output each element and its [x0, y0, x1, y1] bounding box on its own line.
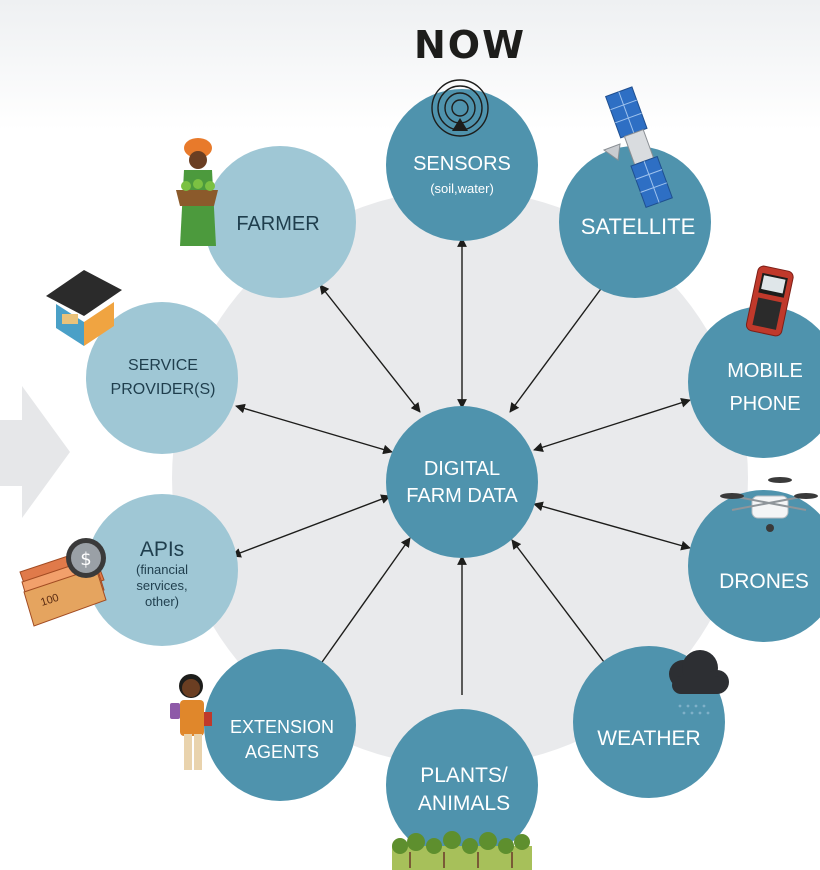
plants-label-line1: PLANTS/ [420, 764, 508, 787]
weather-label: WEATHER [597, 727, 700, 750]
node-service [86, 302, 238, 454]
service-label-line2: PROVIDER(S) [111, 381, 216, 398]
farmer-label: FARMER [236, 213, 319, 235]
left-arrow-shape [0, 386, 70, 518]
extension-agent-icon [170, 674, 212, 770]
extension-label-line2: AGENTS [245, 742, 319, 762]
hub-circle [386, 406, 538, 558]
node-mobile [688, 306, 820, 458]
satellite-label: SATELLITE [581, 214, 696, 239]
node-apis [86, 494, 238, 646]
drone-icon [720, 477, 818, 532]
node-farmer [204, 146, 356, 298]
apis-sublabel-1: (financial [136, 562, 188, 577]
sensors-sublabel: (soil,water) [430, 181, 494, 196]
cloud-icon [669, 650, 729, 715]
arrow-weather [511, 539, 611, 671]
svg-text:$: $ [80, 549, 91, 570]
arrow-satellite [509, 281, 607, 413]
arrow-farmer [319, 284, 421, 413]
drones-label: DRONES [719, 570, 809, 593]
mobile-phone-icon [745, 265, 794, 337]
node-drones [688, 490, 820, 642]
shop-icon [46, 270, 122, 346]
service-label-line1: SERVICE [128, 357, 198, 374]
sensors-label: SENSORS [413, 153, 511, 175]
node-plants [386, 709, 538, 861]
extension-label-line1: EXTENSION [230, 717, 334, 737]
mobile-label-line2: PHONE [729, 393, 800, 415]
diagram-title: NOW [414, 23, 526, 67]
money-icon: 100 $ [19, 538, 107, 627]
arrow-extension [314, 537, 411, 673]
plants-label-line2: ANIMALS [418, 792, 510, 815]
apis-sublabel-2: services, [136, 578, 187, 593]
hub-label-line2: FARM DATA [406, 485, 518, 507]
node-satellite [559, 146, 711, 298]
mobile-label-line1: MOBILE [727, 360, 803, 382]
satellite-icon [602, 86, 673, 209]
arrow-drones [533, 501, 691, 551]
arrow-mobile [533, 398, 691, 452]
farmer-icon [176, 138, 218, 246]
apis-sublabel-3: other) [145, 594, 179, 609]
hub-label-line1: DIGITAL [424, 458, 500, 480]
arrow-apis [231, 494, 391, 558]
node-sensors [386, 89, 538, 241]
money-note-value: 100 [39, 592, 60, 609]
apis-label: APIs [140, 538, 184, 561]
connector-arrows [231, 237, 691, 695]
plants-icon [392, 831, 532, 870]
arrow-service [235, 403, 393, 455]
node-extension [204, 649, 356, 801]
sensor-icon [431, 79, 489, 137]
